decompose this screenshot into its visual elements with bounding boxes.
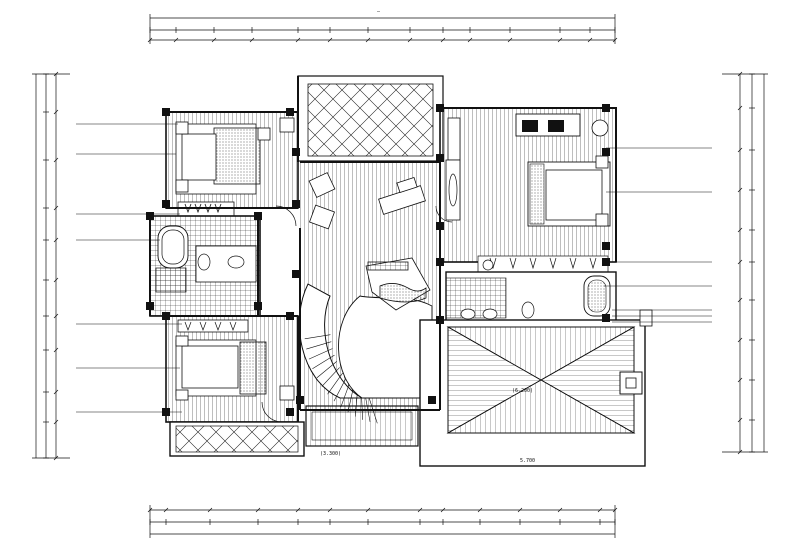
columns	[146, 104, 610, 416]
piano	[365, 257, 431, 311]
svg-text:―: ―	[377, 9, 381, 15]
top-dimension-lines	[147, 14, 618, 44]
roof-plan	[419, 309, 653, 467]
hall-furniture	[308, 172, 426, 230]
bottom-dimension-lines	[147, 505, 618, 538]
walls	[149, 76, 617, 422]
bath-west	[149, 215, 261, 317]
balcony-top	[297, 75, 444, 162]
terrace-south	[305, 405, 419, 447]
bedroom-sw	[165, 315, 299, 423]
elevation-roof: (6.200)	[512, 388, 533, 394]
elevation-terrace: (3.300)	[320, 451, 341, 457]
elevation-marks: (3.300) (6.200) 5.700	[320, 388, 535, 464]
right-dimension-lines	[722, 71, 768, 455]
balcony-sw	[169, 421, 305, 457]
left-dimension-lines	[32, 71, 70, 461]
bath-east	[445, 271, 617, 325]
callout-leaders	[76, 123, 712, 413]
elevation-roof-bottom: 5.700	[520, 458, 535, 464]
bedroom-east	[439, 107, 617, 263]
bedroom-nw	[165, 111, 299, 209]
closet-east	[477, 255, 609, 273]
